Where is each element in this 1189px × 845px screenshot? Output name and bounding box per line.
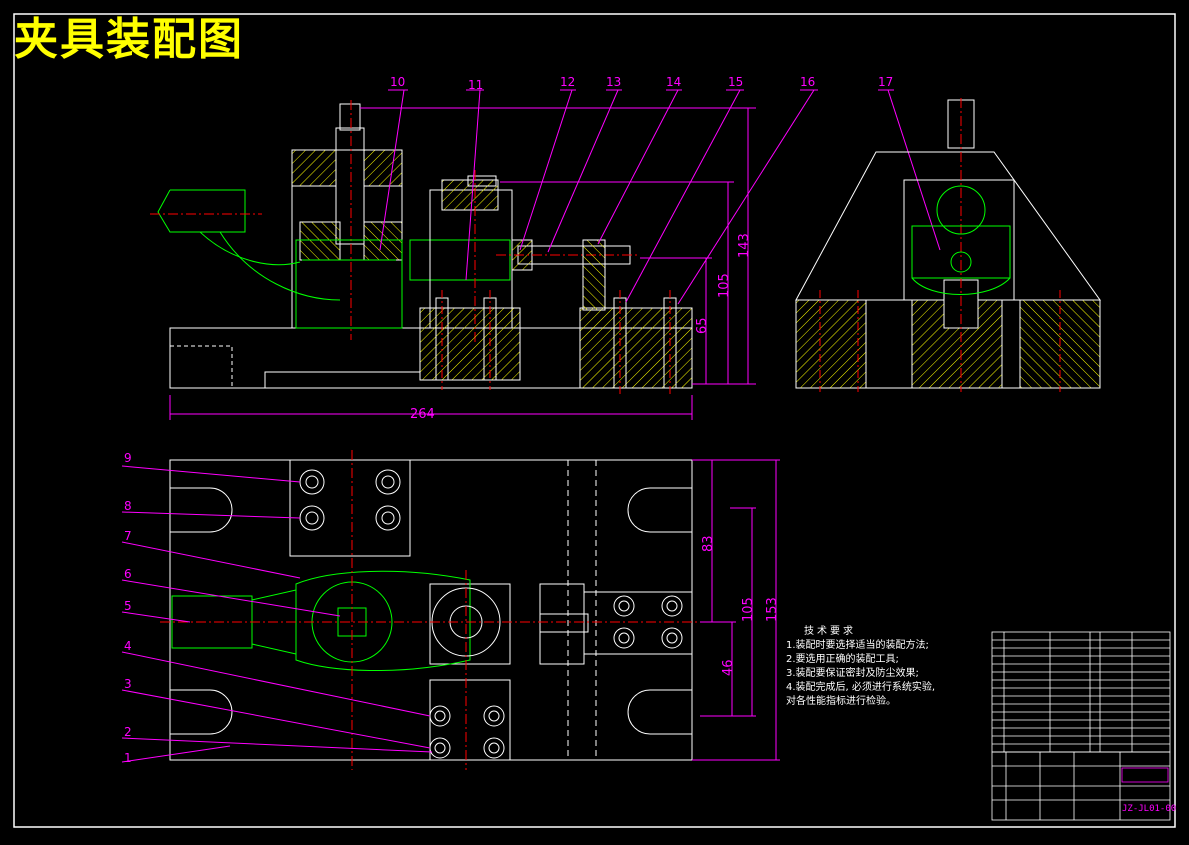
requirement-item: 对各性能指标进行检验。 xyxy=(786,696,896,707)
dim-153: 153 xyxy=(765,597,780,622)
dim-83: 83 xyxy=(701,535,716,552)
technical-requirements: 技术要求 1.装配时要选择适当的装配方法; 2.要选用正确的装配工具; 3.装配… xyxy=(786,625,935,709)
top-workpiece xyxy=(171,570,471,671)
side-workpiece xyxy=(911,185,1011,295)
dim-46: 46 xyxy=(721,659,736,676)
dim-height-143: 143 xyxy=(737,233,752,258)
front-dimensions xyxy=(169,107,756,420)
technical-requirements-heading: 技术要求 xyxy=(804,626,856,637)
parts-list-rows xyxy=(992,639,1170,745)
top-dim-text: 83 105 153 46 xyxy=(701,535,780,676)
drawing-number: JZ-JL01-00 xyxy=(1122,804,1177,814)
callout-6: 6 xyxy=(124,567,132,581)
callout-13: 13 xyxy=(606,75,621,89)
drawing-title: 夹具装配图 xyxy=(14,14,244,65)
top-view xyxy=(160,450,700,770)
callout-11: 11 xyxy=(468,78,483,92)
callout-15: 15 xyxy=(728,75,743,89)
side-view xyxy=(795,98,1101,392)
callout-17: 17 xyxy=(878,75,893,89)
top-callout-labels: 9 8 7 6 5 4 3 2 1 xyxy=(124,451,132,765)
bolt-holes xyxy=(299,469,683,759)
requirement-item: 2.要选用正确的装配工具; xyxy=(786,654,899,665)
callout-8: 8 xyxy=(124,499,132,513)
callout-10: 10 xyxy=(390,75,405,89)
front-dim-text: 264 143 105 65 xyxy=(410,233,752,422)
parts-list xyxy=(991,631,1171,753)
requirement-item: 3.装配要保证密封及防尘效果; xyxy=(786,668,919,679)
top-base-plate xyxy=(169,459,693,761)
drawing-frame xyxy=(13,13,1176,828)
callout-12: 12 xyxy=(560,75,575,89)
front-view xyxy=(150,100,693,395)
callout-5: 5 xyxy=(124,599,132,613)
requirement-item: 4.装配完成后, 必须进行系统实验, xyxy=(786,682,936,693)
callout-7: 7 xyxy=(124,529,132,543)
dim-height-65: 65 xyxy=(695,317,710,334)
callout-4: 4 xyxy=(124,639,132,653)
callout-9: 9 xyxy=(124,451,132,465)
front-callout-labels: 10 11 12 13 14 15 16 17 xyxy=(390,75,893,92)
dim-width-264: 264 xyxy=(410,407,435,422)
callout-14: 14 xyxy=(666,75,681,89)
title-block xyxy=(991,751,1171,821)
callout-3: 3 xyxy=(124,677,132,691)
front-callout-leaders xyxy=(379,89,941,305)
front-workpiece xyxy=(157,189,511,329)
callout-16: 16 xyxy=(800,75,815,89)
requirement-item: 1.装配时要选择适当的装配方法; xyxy=(786,640,929,651)
callout-1: 1 xyxy=(124,751,132,765)
top-callout-leaders xyxy=(121,465,433,763)
top-dimensions xyxy=(692,459,780,761)
callout-2: 2 xyxy=(124,725,132,739)
dim-height-105: 105 xyxy=(717,273,732,298)
dim-105: 105 xyxy=(741,597,756,622)
